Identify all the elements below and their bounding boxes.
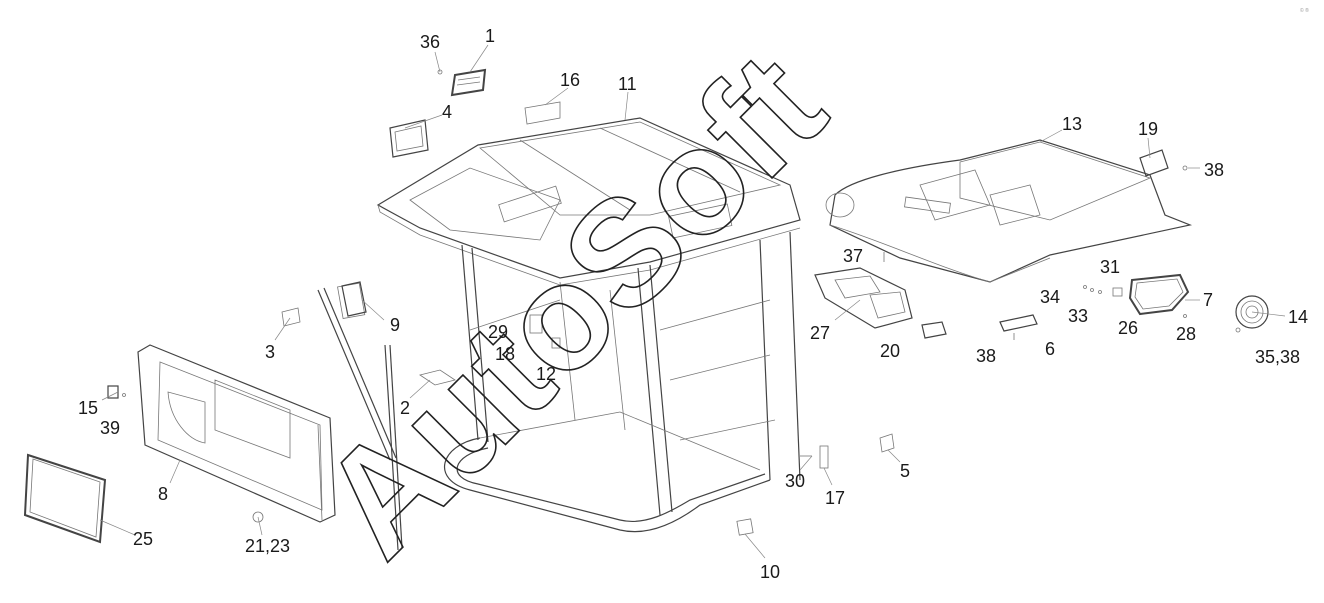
- callout-21-23: 21,23: [245, 536, 290, 556]
- callout-12: 12: [536, 364, 556, 384]
- callout-27: 27: [810, 323, 830, 343]
- callout-18: 18: [495, 344, 515, 364]
- wiper-arm: [317, 282, 403, 551]
- callout-34: 34: [1040, 287, 1060, 307]
- cab-frame: [443, 231, 801, 533]
- callout-5: 5: [900, 461, 910, 481]
- callout-9: 9: [390, 315, 400, 335]
- callout-38-b: 38: [976, 346, 996, 366]
- callout-28: 28: [1176, 324, 1196, 344]
- callout-16: 16: [560, 70, 580, 90]
- callout-33: 33: [1068, 306, 1088, 326]
- small-parts: [107, 68, 1269, 536]
- callout-17: 17: [825, 488, 845, 508]
- callout-39: 39: [100, 418, 120, 438]
- callout-10: 10: [760, 562, 780, 582]
- callout-4: 4: [442, 102, 452, 122]
- callout-30: 30: [785, 471, 805, 491]
- corner-mark: © ®: [1300, 7, 1309, 14]
- callout-15: 15: [78, 398, 98, 418]
- callout-20: 20: [880, 341, 900, 361]
- callout-36: 36: [420, 32, 440, 52]
- callout-1: 1: [485, 26, 495, 46]
- side-panel: [137, 344, 336, 523]
- callout-6: 6: [1045, 339, 1055, 359]
- callout-19: 19: [1138, 119, 1158, 139]
- callout-37: 37: [843, 246, 863, 266]
- door-glass: [23, 453, 107, 544]
- callout-labels: 36 1 16 11 4 13 19 38 37 31 34 7 33 26 2…: [78, 26, 1308, 582]
- callout-11: 11: [618, 74, 637, 94]
- callout-13: 13: [1062, 114, 1082, 134]
- roof-frame: [376, 117, 801, 286]
- leader-lines: [99, 44, 1286, 559]
- callout-29: 29: [488, 322, 508, 342]
- callout-8: 8: [158, 484, 168, 504]
- callout-26: 26: [1118, 318, 1138, 338]
- callout-25: 25: [133, 529, 153, 549]
- callout-35-38: 35,38: [1255, 347, 1300, 367]
- callout-3: 3: [265, 342, 275, 362]
- callout-7: 7: [1203, 290, 1213, 310]
- callout-14: 14: [1288, 307, 1308, 327]
- roof-cover: [825, 139, 1193, 283]
- callout-38-a: 38: [1204, 160, 1224, 180]
- callout-2: 2: [400, 398, 410, 418]
- watermark: AutoSoft: [288, 20, 856, 588]
- callout-31: 31: [1100, 257, 1120, 277]
- watermark-text: AutoSoft: [289, 21, 855, 587]
